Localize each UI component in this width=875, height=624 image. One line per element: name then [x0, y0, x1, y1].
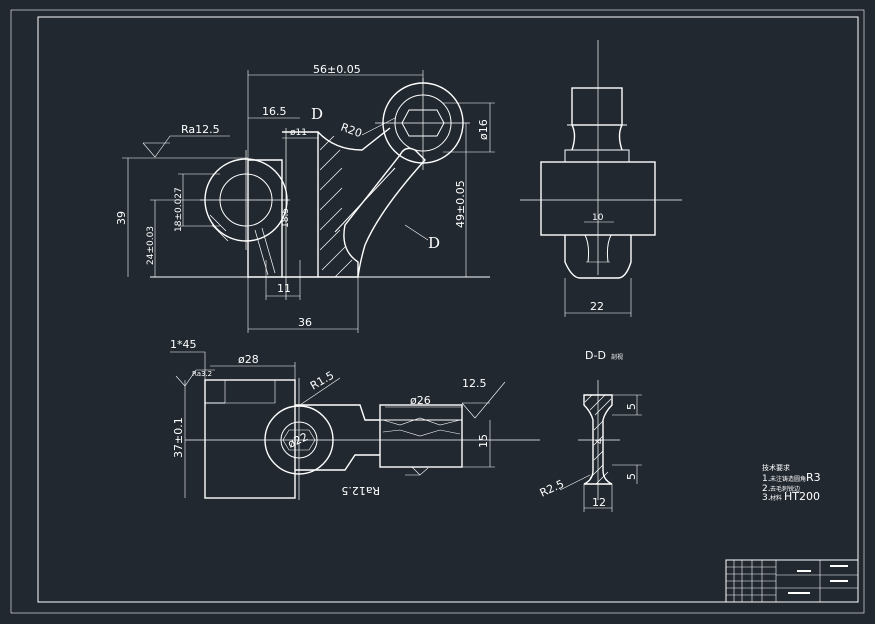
note-1-text: 未注铸造圆角 — [770, 475, 806, 483]
note-3-text: 材料 — [770, 494, 782, 502]
sec-dim-5-bottom: 5 — [625, 473, 638, 480]
section-mark-d-lower: D — [428, 234, 440, 252]
dim-dia-26: ø26 — [410, 394, 431, 407]
front-dimensions: 56±0.05 16.5 ø11 D R20 ø16 39 18±0.027 2… — [115, 63, 495, 333]
side-view: 10 22 — [520, 40, 682, 317]
dim-39: 39 — [115, 211, 128, 225]
dim-18-5: 18.5 — [281, 208, 291, 228]
section-mark-d-upper: D — [311, 105, 323, 123]
roughness-ra-bottom: Ra12.5 — [341, 484, 380, 497]
dim-24: 24±0.03 — [146, 226, 156, 265]
dim-15: 15 — [477, 434, 490, 448]
technical-notes: 技术要求 1. 未注铸造圆角 R3 2. 去毛刺锐边 3. 材料 HT200 — [762, 463, 821, 503]
roughness-right: 12.5 — [462, 377, 487, 390]
title-block — [725, 559, 859, 603]
top-view — [185, 378, 540, 500]
dim-18: 18±0.027 — [174, 187, 184, 232]
outer-frame — [10, 9, 865, 614]
dim-49: 49±0.05 — [454, 180, 467, 228]
dim-chamfer: 1*45 — [170, 338, 197, 351]
side-dim-22: 22 — [590, 300, 604, 313]
sec-dim-4: 4 — [595, 438, 605, 444]
note-3-suffix: HT200 — [784, 490, 820, 503]
note-3-prefix: 3. — [762, 493, 771, 503]
dim-dia-11: ø11 — [290, 128, 307, 138]
dim-36: 36 — [298, 316, 312, 329]
inner-frame — [37, 16, 859, 603]
section-title: D-D — [585, 349, 606, 362]
dim-56: 56±0.05 — [313, 63, 361, 76]
note-1-suffix: R3 — [806, 471, 821, 484]
note-1-prefix: 1. — [762, 474, 771, 484]
roughness-small: Ra3.2 — [192, 370, 212, 378]
note-2-prefix: 2. — [762, 484, 771, 494]
dim-11: 11 — [277, 282, 291, 295]
side-dim-10: 10 — [592, 213, 604, 223]
dim-37: 37±0.1 — [172, 417, 185, 458]
notes-heading: 技术要求 — [762, 463, 790, 472]
sec-dim-12: 12 — [592, 496, 606, 509]
dim-dia-16: ø16 — [477, 119, 490, 140]
dim-16-5: 16.5 — [262, 105, 287, 118]
note-2-text: 去毛刺锐边 — [770, 485, 800, 493]
dim-dia-28: ø28 — [238, 353, 259, 366]
roughness-ra-top: Ra12.5 — [181, 123, 220, 136]
section-title-suffix: 剖视 — [611, 353, 623, 361]
sec-dim-5-top: 5 — [625, 403, 638, 410]
